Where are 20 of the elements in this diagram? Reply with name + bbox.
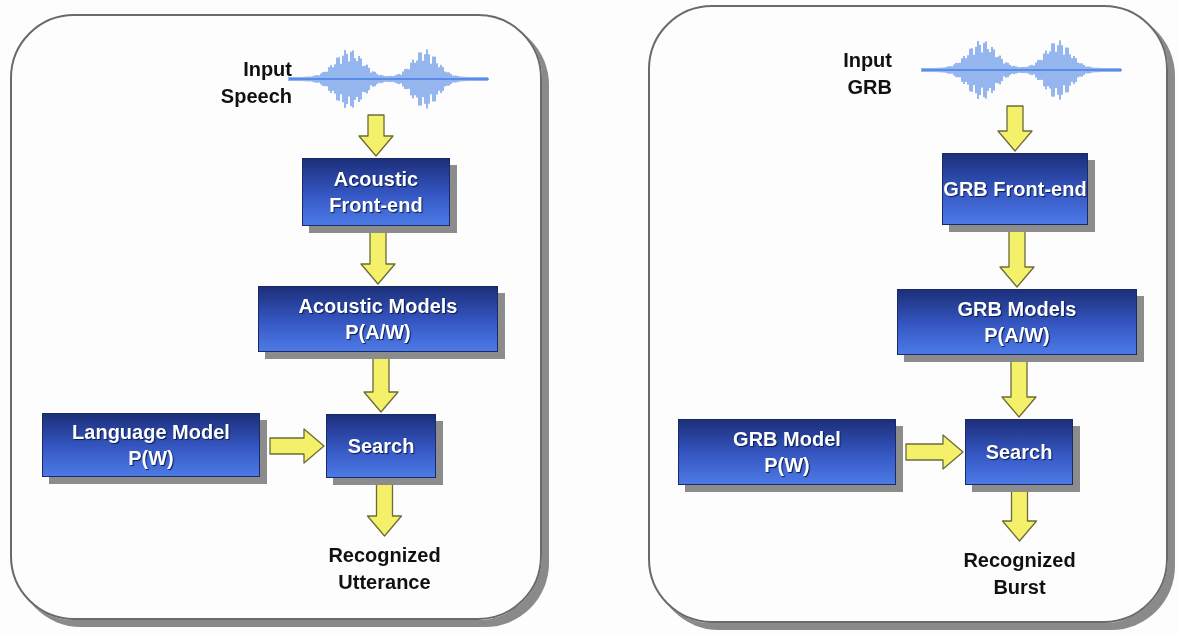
block-arrow [997,105,1033,152]
flow-label: Recognized Burst [962,548,1077,600]
flow-label: Input GRB [842,48,892,100]
block-arrow [905,434,964,470]
box-label: Search [985,440,1053,465]
flow-label: Recognized Utterance [327,543,442,595]
box-label: Acoustic Front-end [328,167,424,218]
block-arrow [358,114,394,157]
flow-label: Input Speech [219,57,292,109]
box-label: Language Model [72,420,230,445]
box-label: GRB Front-end [943,177,1087,202]
box-label: P(W) [764,453,810,478]
box-label: GRB Model [733,427,841,452]
box-label: P(A/W) [984,323,1050,348]
box-label: P(A/W) [345,320,411,345]
box-label: Acoustic Models [298,294,458,319]
block-arrow [269,428,325,464]
box-label: P(W) [128,446,174,471]
box-label: Search [347,434,415,459]
box-label: GRB Models [957,297,1077,322]
